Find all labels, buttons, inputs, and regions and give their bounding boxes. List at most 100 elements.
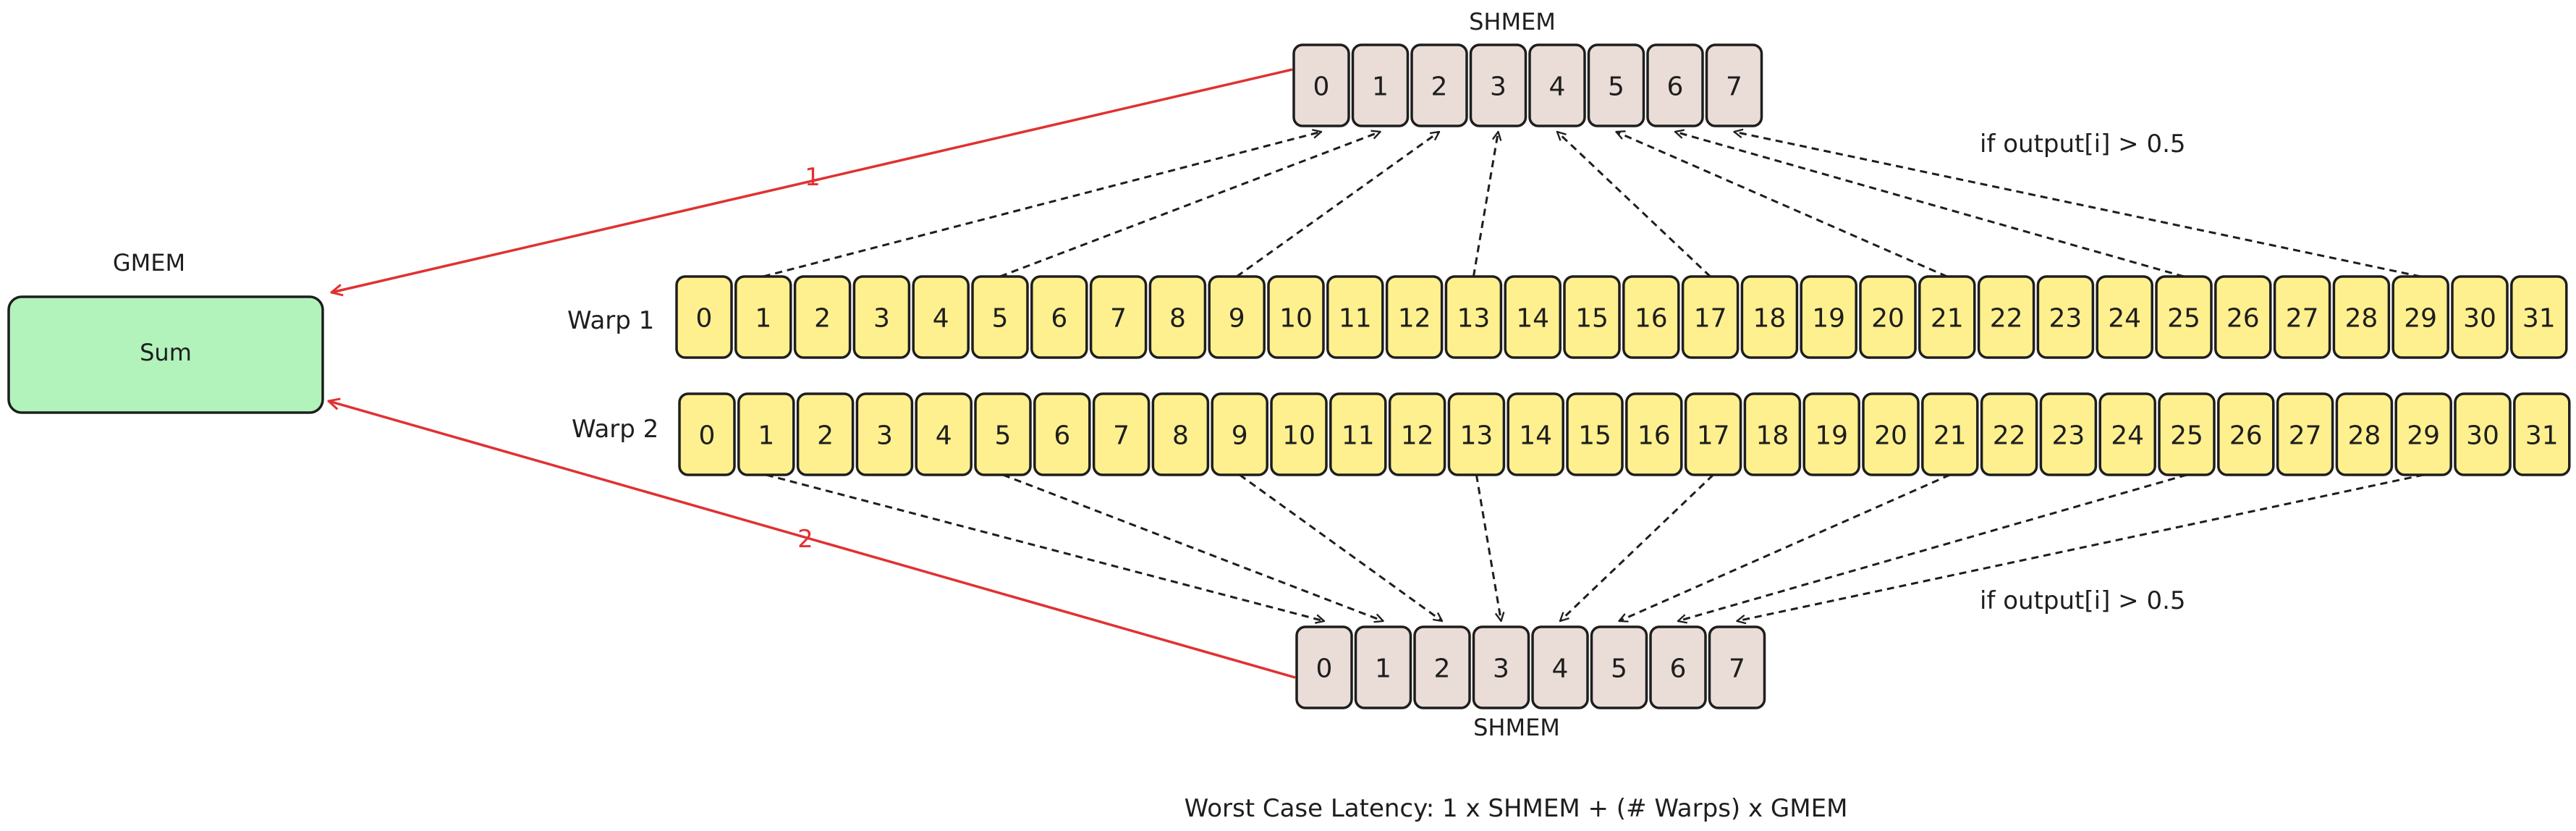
- shmem-bottom-cell-label: 7: [1729, 654, 1745, 684]
- shmem-top-cell-label: 2: [1431, 72, 1448, 102]
- warp1-thread-cell: 28: [2332, 275, 2391, 359]
- warp1-thread-cell-label: 14: [1516, 304, 1549, 334]
- warp1-thread-cell-box: [1148, 275, 1207, 359]
- warp2-thread-cell-box: [1329, 392, 1387, 476]
- warp1-thread-cell-label: 5: [992, 304, 1009, 334]
- warp2-thread-cell-box: [2513, 392, 2571, 476]
- warp2-to-shmem-arrow: [1678, 473, 2187, 621]
- warp2-thread-cell: 8: [1151, 392, 1210, 476]
- warp1-thread-cell: 1: [734, 275, 792, 359]
- warp2-thread-cell: 11: [1329, 392, 1387, 476]
- shmem-top-cell: 0: [1292, 43, 1350, 127]
- warp1-thread-cell-label: 3: [873, 304, 890, 334]
- shmem-top-cell: 6: [1646, 43, 1704, 127]
- warp1-thread-cell: 21: [1918, 275, 1976, 359]
- warp2-thread-cell-label: 7: [1113, 421, 1130, 451]
- warp1-thread-cell-label: 4: [933, 304, 949, 334]
- warp1-thread-cell-label: 17: [1694, 304, 1727, 334]
- warp1-thread-cell-label: 11: [1339, 304, 1372, 334]
- warp1-thread-cell-box: [2036, 275, 2095, 359]
- warp2-thread-cell-box: [1684, 392, 1742, 476]
- arrow-bottom-label: 2: [797, 525, 813, 554]
- warp2-thread-cell-box: [1092, 392, 1151, 476]
- warp2-thread-cell: 30: [2454, 392, 2512, 476]
- warp2-thread-cell-box: [1566, 392, 1624, 476]
- warp1-thread-cell-box: [1030, 275, 1088, 359]
- shmem-top-to-gmem-arrow: [331, 68, 1293, 292]
- warp2-thread-cell-box: [855, 392, 914, 476]
- shmem-bottom-label: SHMEM: [1473, 714, 1560, 741]
- warp1-thread-cell-label: 28: [2344, 304, 2378, 334]
- shmem-bottom-cell-box: [1590, 625, 1648, 709]
- warp1-thread-cell-box: [1681, 275, 1740, 359]
- warp2-thread-cell: 24: [2098, 392, 2156, 476]
- warp1-thread-cell: 14: [1504, 275, 1562, 359]
- warp1-thread-cell-box: [1267, 275, 1325, 359]
- warp2-thread-cell-label: 30: [2466, 421, 2499, 451]
- warp1-thread-cell: 0: [675, 275, 733, 359]
- warp2-thread-cell-box: [915, 392, 973, 476]
- warp2-thread-cell: 18: [1743, 392, 1802, 476]
- warp2-thread-cell: 5: [974, 392, 1032, 476]
- warp1-thread-cell-label: 19: [1812, 304, 1845, 334]
- warp2-thread-cell: 2: [796, 392, 855, 476]
- shmem-bottom-cell-box: [1472, 625, 1530, 709]
- shmem-top-cell: 2: [1410, 43, 1468, 127]
- warp1-thread-cell: 31: [2510, 275, 2568, 359]
- warp1-thread-cell: 9: [1208, 275, 1266, 359]
- warp2-thread-cell-label: 22: [1993, 421, 2026, 451]
- warp1-thread-cell: 30: [2451, 275, 2509, 359]
- warp2-thread-cell-label: 0: [699, 421, 716, 451]
- warp2-to-shmem-arrow: [1737, 473, 2424, 621]
- warp2-thread-cell: 19: [1802, 392, 1860, 476]
- warp2-thread-cell-label: 8: [1172, 421, 1189, 451]
- warp1-thread-cell-box: [1208, 275, 1266, 359]
- warp2-thread-cell: 13: [1447, 392, 1506, 476]
- warp2-thread-cell-box: [678, 392, 736, 476]
- warp2-thread-cell: 0: [678, 392, 736, 476]
- warp2-thread-cell-box: [1033, 392, 1091, 476]
- warp1-thread-cell-box: [734, 275, 792, 359]
- shmem-top-cell-box: [1528, 43, 1586, 127]
- warp2-thread-cell-label: 1: [758, 421, 774, 451]
- warp1-thread-cell-box: [1918, 275, 1976, 359]
- warp2-thread-cell-label: 15: [1578, 421, 1611, 451]
- shmem-top-cell: 1: [1351, 43, 1410, 127]
- warp1-to-shmem-arrow: [1236, 132, 1439, 278]
- warp2-thread-cell: 4: [915, 392, 973, 476]
- warp2-thread-cell-label: 25: [2170, 421, 2203, 451]
- shmem-bottom-cell: 6: [1649, 625, 1707, 709]
- warp2-thread-cell: 1: [737, 392, 795, 476]
- shmem-bottom-cell: 3: [1472, 625, 1530, 709]
- warp2-thread-cell-box: [1211, 392, 1268, 476]
- warp1-thread-cell: 5: [971, 275, 1029, 359]
- warp1-thread-cell-box: [971, 275, 1029, 359]
- warp1-thread-cell-label: 23: [2048, 304, 2082, 334]
- shmem-bottom-cell-box: [1708, 625, 1766, 709]
- warp1-thread-cell-box: [912, 275, 970, 359]
- shmem-bottom-cell-box: [1295, 625, 1353, 709]
- warp2-thread-cell: 14: [1507, 392, 1564, 476]
- warp2-thread-cell-box: [1921, 392, 1979, 476]
- warp2-thread-cell: 22: [1980, 392, 2038, 476]
- condition-top: if output[i] > 0.5: [1980, 130, 2186, 159]
- warp1-thread-cell-box: [1326, 275, 1384, 359]
- shmem-top-cell-label: 0: [1313, 72, 1330, 102]
- warp2-thread-cell: 3: [855, 392, 914, 476]
- warp2-thread-cell-box: [2217, 392, 2275, 476]
- warp1-thread-cell: 22: [1977, 275, 2035, 359]
- warp1-thread-cell-box: [1740, 275, 1799, 359]
- warp2-thread-cell: 29: [2394, 392, 2452, 476]
- warp1-thread-cell: 26: [2214, 275, 2272, 359]
- shmem-bottom-cell: 0: [1295, 625, 1353, 709]
- warp2-thread-cell-label: 26: [2229, 421, 2263, 451]
- warp2-thread-cell-label: 12: [1401, 421, 1434, 451]
- warp1-to-shmem-arrow: [1675, 132, 2185, 278]
- warp2-label: Warp 2: [572, 415, 658, 444]
- warp2-thread-cell-label: 19: [1815, 421, 1848, 451]
- shmem-bottom-cell-box: [1413, 625, 1471, 709]
- warp1-thread-cell-box: [852, 275, 911, 359]
- warp2-thread-cell-label: 11: [1342, 421, 1375, 451]
